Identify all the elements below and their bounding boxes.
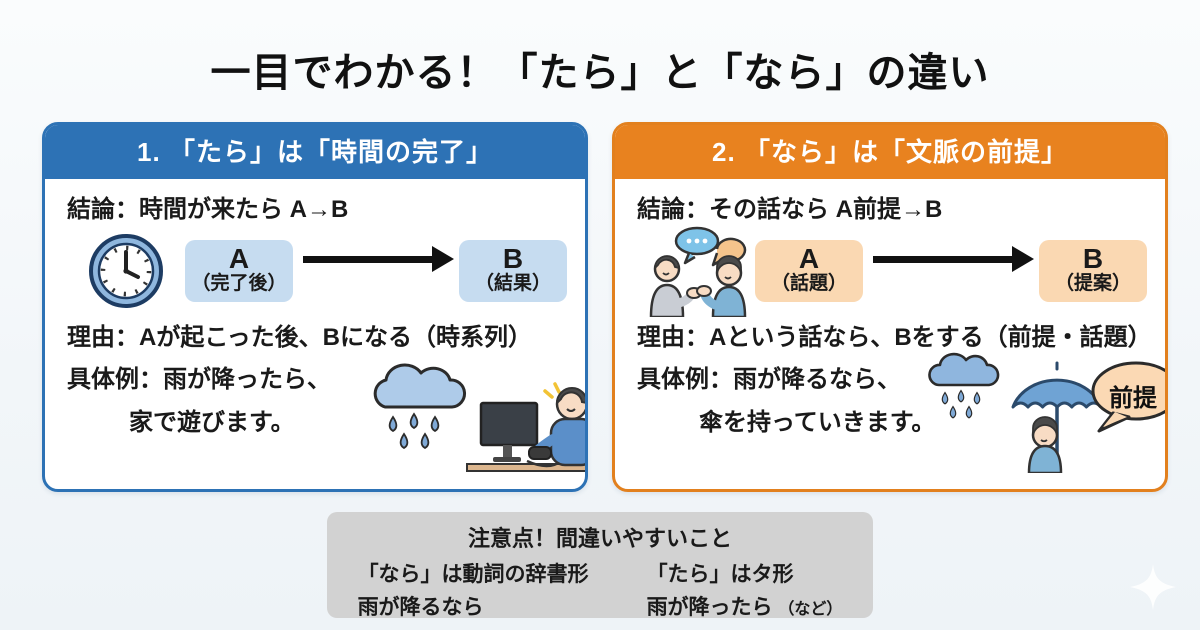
nara-reason: 理由：Aという話なら、Bをする（前提・話題） bbox=[637, 324, 1152, 351]
tara-box-a-sublabel: （完了後） bbox=[191, 273, 287, 295]
nara-box-b-sublabel: （提案） bbox=[1054, 273, 1131, 295]
rain-cloud-icon bbox=[357, 355, 475, 455]
nara-example-line2: 傘を持っていきます。 bbox=[699, 409, 936, 436]
sparkle-icon bbox=[1130, 564, 1176, 610]
tara-rule-example-text: 雨が降ったら bbox=[646, 595, 773, 619]
tara-example-line2: 家で遊びます。 bbox=[129, 409, 295, 436]
tara-reason: 理由：Aが起こった後、Bになる（時系列） bbox=[67, 324, 532, 351]
clock-icon bbox=[67, 231, 185, 311]
nara-box-a-sublabel: （話題） bbox=[770, 273, 847, 295]
tara-example: 具体例：雨が降ったら、 家で遊びます。 bbox=[67, 359, 585, 477]
page-title: 一目でわかる！「たら」と「なら」の違い bbox=[210, 51, 990, 95]
nara-rule-line: 「なら」は動詞の辞書形 bbox=[357, 563, 589, 586]
nara-box-a: A （話題） bbox=[755, 240, 863, 302]
caution-note-title: 注意点！間違いやすいこと bbox=[467, 526, 732, 551]
tara-diagram: A （完了後） B （結果） bbox=[67, 227, 567, 315]
rain-cloud-icon bbox=[919, 345, 1005, 423]
tara-box-a: A （完了後） bbox=[185, 240, 293, 302]
tara-box-b: B （結果） bbox=[459, 240, 567, 302]
nara-box-a-label: A bbox=[798, 243, 820, 275]
caution-note-right-column: 「たら」はタ形 雨が降ったら （など） bbox=[647, 559, 843, 624]
tara-example-line1: 具体例：雨が降ったら、 bbox=[67, 366, 331, 393]
tara-card: 1. 「たら」は「時間の完了」 結論：時間が来たら A→B A （完 bbox=[42, 122, 588, 492]
caution-note-left-column: 「なら」は動詞の辞書形 雨が降るなら bbox=[358, 559, 589, 624]
speech-bubble-icon: 前提 bbox=[1089, 359, 1165, 435]
nara-example: 具体例：雨が降るなら、 傘を持っていきます。 bbox=[637, 352, 1165, 477]
nara-card-header: 2. 「なら」は「文脈の前提」 bbox=[615, 125, 1165, 179]
nara-box-b-label: B bbox=[1082, 243, 1104, 275]
tara-card-body: 結論：時間が来たら A→B A （完了後） bbox=[45, 179, 585, 477]
nara-card: 2. 「なら」は「文脈の前提」 結論：その話なら A前提→B bbox=[612, 122, 1168, 492]
arrow-right-icon bbox=[303, 255, 433, 263]
caution-note: 注意点！間違いやすいこと 「なら」は動詞の辞書形 雨が降るなら 「たら」はタ形 … bbox=[327, 512, 873, 619]
nara-card-body: 結論：その話なら A前提→B bbox=[615, 179, 1165, 477]
nara-diagram: A （話題） B （提案） bbox=[637, 225, 1147, 317]
nara-conclusion: 結論：その話なら A前提→B bbox=[637, 196, 943, 223]
nara-example-line1: 具体例：雨が降るなら、 bbox=[637, 366, 901, 393]
tara-rule-line: 「たら」はタ形 bbox=[646, 563, 794, 586]
nara-rule-example: 雨が降るなら bbox=[357, 595, 484, 619]
tara-rule-example-suffix: （など） bbox=[778, 600, 843, 618]
caution-note-columns: 「なら」は動詞の辞書形 雨が降るなら 「たら」はタ形 雨が降ったら （など） bbox=[327, 559, 873, 624]
speech-bubble-label: 前提 bbox=[1109, 385, 1157, 412]
people-talking-icon bbox=[637, 225, 755, 317]
arrow-right-icon bbox=[873, 255, 1013, 263]
tara-card-header: 1. 「たら」は「時間の完了」 bbox=[45, 125, 585, 179]
tara-box-b-label: B bbox=[502, 243, 524, 275]
woman-umbrella-icon bbox=[1005, 361, 1105, 473]
tara-box-b-sublabel: （結果） bbox=[474, 273, 551, 295]
nara-box-b: B （提案） bbox=[1039, 240, 1147, 302]
boy-gaming-icon bbox=[465, 367, 585, 475]
tara-rule-example: 雨が降ったら （など） bbox=[647, 592, 843, 625]
tara-conclusion: 結論：時間が来たら A→B bbox=[67, 196, 349, 223]
tara-box-a-label: A bbox=[228, 243, 250, 275]
